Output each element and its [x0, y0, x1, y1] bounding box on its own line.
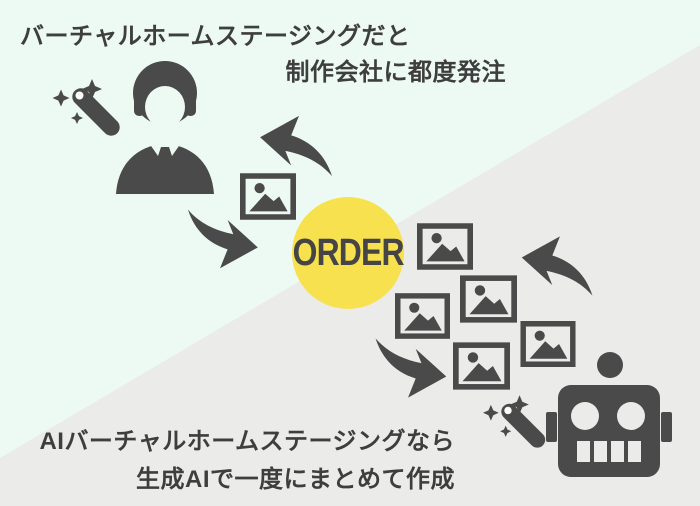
order-badge-label: ORDER — [292, 231, 404, 274]
robot-icon — [544, 348, 674, 478]
curved-arrow-icon — [176, 202, 264, 272]
magic-wand-icon — [477, 392, 551, 453]
order-badge: ORDER — [292, 197, 404, 309]
ai-flow-caption-line1: AIバーチャルホームステージングなら — [39, 428, 455, 455]
manual-flow-caption-line1: バーチャルホームステージングだと — [20, 23, 411, 50]
person-icon — [112, 60, 218, 194]
ai-flow-caption-line2: 生成AIで一度にまとめて作成 — [136, 466, 455, 493]
manual-flow-caption-line2: 制作会社に都度発注 — [285, 59, 506, 86]
photo-icon — [453, 341, 509, 388]
photo-icon — [417, 223, 473, 270]
curved-arrow-icon — [254, 112, 342, 182]
curved-arrow-icon — [364, 332, 452, 402]
curved-arrow-icon — [516, 232, 604, 302]
photo-icon — [460, 275, 516, 322]
